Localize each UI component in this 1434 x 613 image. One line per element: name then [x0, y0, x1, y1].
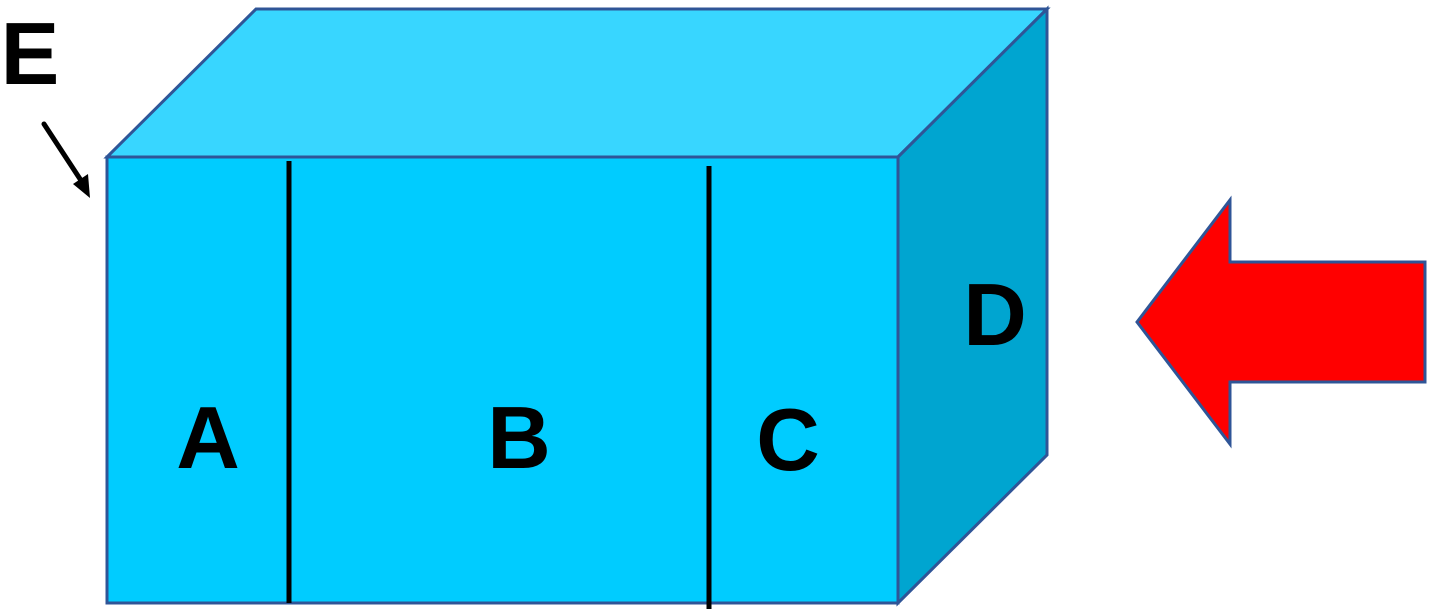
- label-b: B: [487, 388, 551, 487]
- box-front-face: [105, 155, 900, 605]
- diagonal-arrow-icon: [41, 121, 90, 198]
- left-arrow-icon: [1135, 195, 1427, 449]
- label-d: D: [963, 265, 1027, 364]
- label-e: E: [1, 4, 60, 103]
- label-c: C: [756, 390, 820, 489]
- label-a: A: [176, 388, 240, 487]
- box-top-face: [103, 7, 1051, 159]
